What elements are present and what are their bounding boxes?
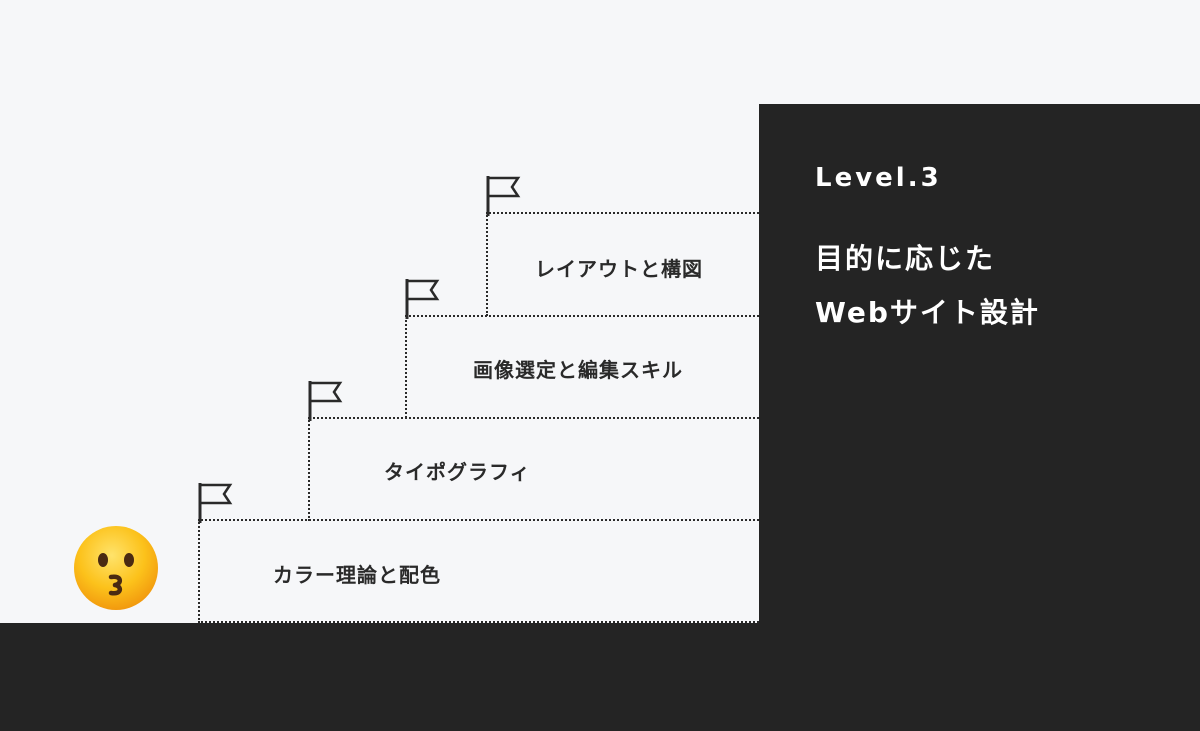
step-4-label: レイアウトと構図 xyxy=(535,257,703,281)
kissing-face-emoji-icon xyxy=(74,526,158,610)
level-label: Level.3 xyxy=(815,163,942,193)
step-3-label: 画像選定と編集スキル xyxy=(473,358,683,382)
level-panel xyxy=(759,104,1200,731)
step-3-outline xyxy=(405,315,759,418)
level-title: 目的に応じた Webサイト設計 xyxy=(815,242,1040,329)
flag-icon xyxy=(198,483,233,523)
step-2-label: タイポグラフィ xyxy=(384,460,531,484)
step-1-label: カラー理論と配色 xyxy=(273,563,441,587)
flag-icon xyxy=(486,176,521,216)
step-2-outline xyxy=(308,417,759,521)
step-4-outline xyxy=(486,212,759,316)
flag-icon xyxy=(405,279,440,319)
step-1-outline xyxy=(198,519,759,623)
flag-icon xyxy=(308,381,343,421)
